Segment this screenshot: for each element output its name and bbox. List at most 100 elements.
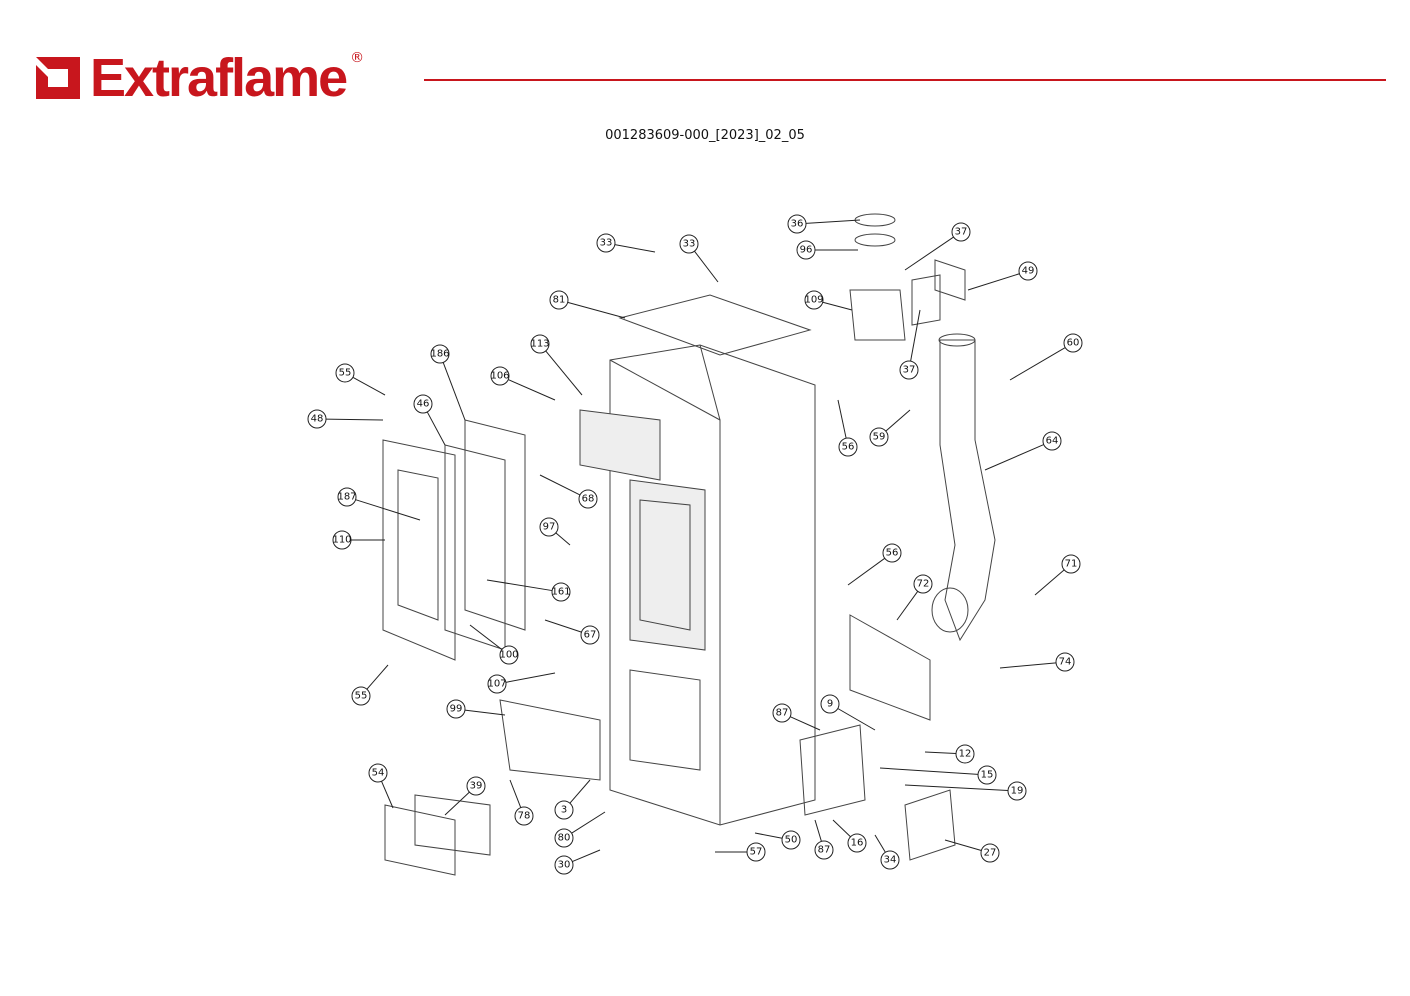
callout-circle — [838, 437, 858, 457]
callout-label: 68 — [582, 494, 595, 505]
callout-circle — [746, 842, 766, 862]
callout-label: 110 — [332, 535, 351, 546]
callout-81: 81 — [549, 290, 626, 319]
callout-label: 64 — [1046, 436, 1059, 447]
document-code: 001283609-000_[2023]_02_05 — [605, 128, 805, 143]
leader-line — [505, 672, 556, 683]
callout-label: 57 — [750, 847, 763, 858]
leader-line — [822, 301, 853, 311]
flue-connector — [849, 213, 966, 341]
callout-label: 48 — [311, 414, 324, 425]
callout-label: 55 — [339, 368, 352, 379]
callout-label: 19 — [1011, 786, 1024, 797]
callout-circle — [787, 214, 807, 234]
stove-body — [579, 344, 816, 826]
callout-circle — [1063, 333, 1083, 353]
callout-50: 50 — [754, 830, 801, 850]
callout-circle — [1018, 261, 1038, 281]
callout-label: 71 — [1065, 559, 1078, 570]
brand-name: Extraflame — [90, 48, 348, 108]
callout-label: 113 — [530, 339, 549, 350]
leader-line — [509, 779, 522, 808]
callout-110: 110 — [332, 530, 385, 550]
callout-circle — [368, 763, 388, 783]
callout-label: 16 — [851, 838, 864, 849]
callout-circle — [869, 427, 889, 447]
callout-68: 68 — [539, 474, 598, 509]
callout-9: 9 — [820, 694, 876, 731]
callout-label: 78 — [518, 811, 531, 822]
callout-label: 46 — [417, 399, 430, 410]
callout-36: 36 — [787, 214, 861, 234]
callout-33: 33 — [679, 234, 719, 283]
callout-circle — [679, 234, 699, 254]
callout-97: 97 — [539, 517, 571, 546]
callout-label: 67 — [584, 630, 597, 641]
callout-circle — [307, 409, 327, 429]
leader-line — [754, 832, 783, 839]
callout-label: 81 — [553, 295, 566, 306]
leader-line — [469, 624, 503, 650]
flue-pipe — [931, 333, 996, 642]
callout-19: 19 — [904, 781, 1027, 801]
leader-line — [355, 499, 421, 521]
callout-circle — [539, 517, 559, 537]
callout-74: 74 — [999, 652, 1075, 672]
callout-label: 60 — [1067, 338, 1080, 349]
callout-circle — [980, 843, 1000, 863]
callout-circle — [490, 366, 510, 386]
leader-line — [569, 779, 591, 804]
callout-label: 109 — [804, 295, 823, 306]
callout-56: 56 — [847, 543, 902, 586]
ash-drawer — [384, 699, 601, 876]
leader-line — [837, 399, 847, 439]
callout-label: 49 — [1022, 266, 1035, 277]
leader-line — [508, 379, 556, 401]
leader-line — [984, 444, 1044, 471]
callout-60: 60 — [1009, 333, 1083, 381]
callout-label: 74 — [1059, 657, 1072, 668]
leader-line — [614, 244, 656, 253]
callout-label: 56 — [886, 548, 899, 559]
callout-circle — [578, 489, 598, 509]
callout-label: 33 — [683, 239, 696, 250]
leader-line — [832, 819, 851, 838]
callout-37: 37 — [899, 309, 921, 380]
callout-label: 59 — [873, 432, 886, 443]
leader-line — [539, 474, 581, 496]
callout-circle — [549, 290, 569, 310]
leader-line — [805, 219, 861, 224]
leader-line — [381, 781, 394, 809]
callout-39: 39 — [444, 776, 486, 816]
callout-circle — [772, 703, 792, 723]
callout-30: 30 — [554, 849, 601, 875]
callout-71: 71 — [1034, 554, 1081, 596]
callout-label: 99 — [450, 704, 463, 715]
callout-27: 27 — [944, 839, 1000, 863]
leader-line — [325, 418, 384, 421]
callout-12: 12 — [924, 744, 975, 764]
callout-78: 78 — [509, 779, 534, 826]
callout-circle — [596, 233, 616, 253]
callout-circle — [796, 240, 816, 260]
callout-circle — [446, 699, 466, 719]
callout-label: 12 — [959, 749, 972, 760]
leader-line — [426, 411, 446, 446]
callout-label: 107 — [487, 679, 506, 690]
electronics-board — [799, 724, 956, 861]
callout-circle — [580, 625, 600, 645]
callout-label: 187 — [337, 492, 356, 503]
callout-circle — [551, 582, 571, 602]
registered-mark: ® — [350, 50, 365, 66]
callout-circle — [430, 344, 450, 364]
callout-label: 54 — [372, 768, 385, 779]
callout-56: 56 — [837, 399, 858, 457]
callout-circle — [882, 543, 902, 563]
callout-circle — [351, 686, 371, 706]
leader-line — [874, 834, 886, 853]
callout-circle — [335, 363, 355, 383]
leader-line — [924, 751, 957, 755]
leader-line — [1009, 347, 1066, 381]
callout-label: 97 — [543, 522, 556, 533]
